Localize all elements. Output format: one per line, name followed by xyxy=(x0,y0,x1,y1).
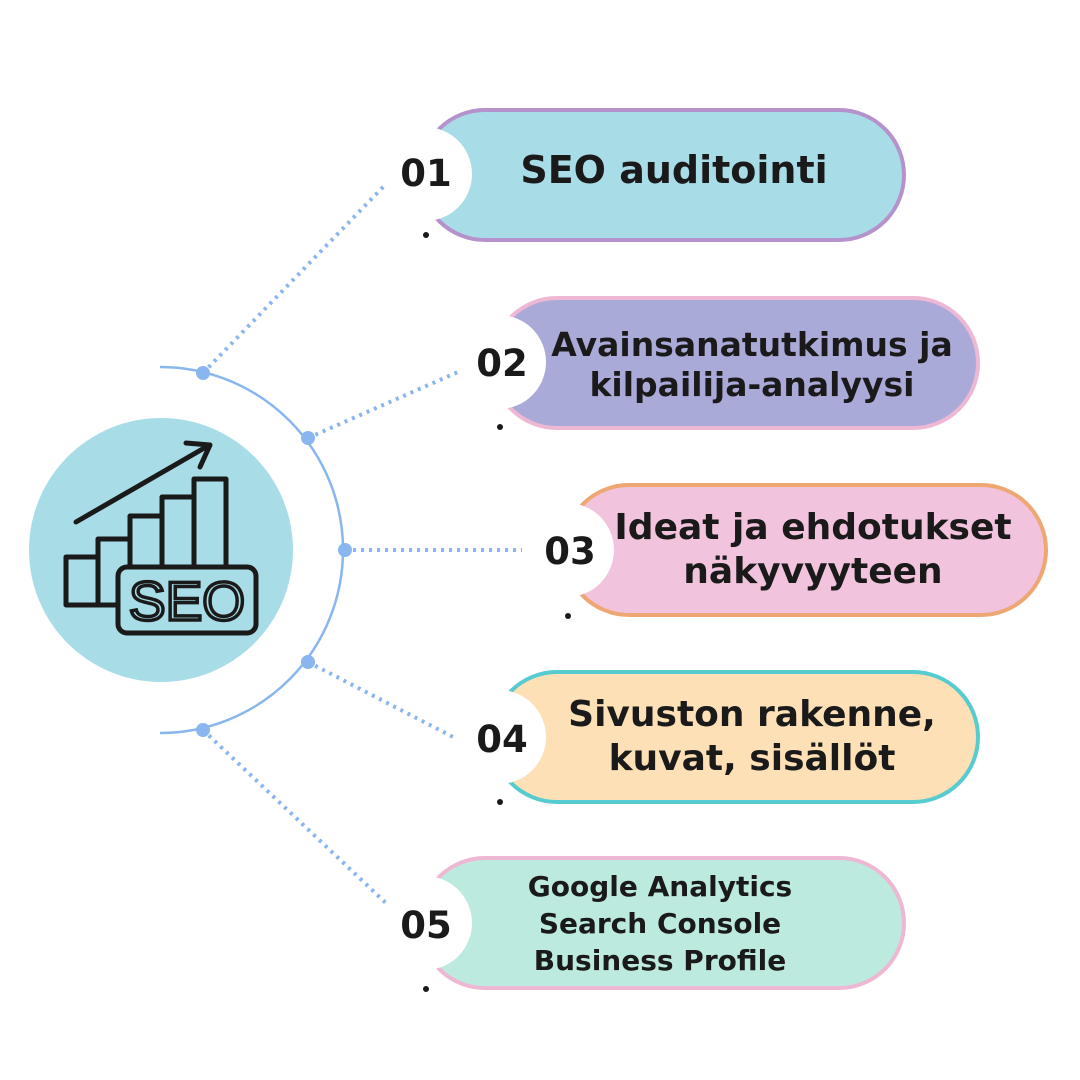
step-01-marker xyxy=(423,232,429,238)
step-05-pill xyxy=(418,856,906,990)
step-05-number-badge xyxy=(398,876,472,970)
connector-node-02 xyxy=(301,431,315,445)
connector-node-04 xyxy=(301,655,315,669)
connector-node-01 xyxy=(196,366,210,380)
step-01-number: 01 xyxy=(400,151,452,195)
step-04-marker xyxy=(497,799,503,805)
seo-growth-chart-icon xyxy=(63,440,259,636)
step-02-number-badge xyxy=(470,315,546,409)
step-02-marker xyxy=(497,424,503,430)
step-04-number-badge xyxy=(470,690,546,784)
seo-icon-label: SEO xyxy=(129,570,245,632)
connector-line-04 xyxy=(307,660,456,740)
step-01-pill xyxy=(418,108,906,242)
connector-line-05 xyxy=(201,728,390,907)
step-03-number-badge xyxy=(540,503,614,597)
step-03-label: Ideat ja ehdotukset näkyvyyteen xyxy=(614,507,1012,592)
step-03-pill xyxy=(562,483,1048,617)
connector-node-05 xyxy=(196,723,210,737)
connector-nodes xyxy=(196,366,352,737)
step-01-label: SEO auditointi xyxy=(520,148,828,192)
step-04-pill xyxy=(490,670,980,804)
step-05-label: Google Analytics Search Console Business… xyxy=(527,869,793,977)
step-01-number-badge xyxy=(398,127,472,221)
step-02-number: 02 xyxy=(476,341,528,385)
step-02-label: Avainsanatutkimus ja kilpailija-analyysi xyxy=(551,325,953,404)
connector-line-01 xyxy=(201,183,387,375)
connector-lines xyxy=(201,183,522,907)
step-03-number: 03 xyxy=(544,529,596,573)
connector-node-03 xyxy=(338,543,352,557)
step-05-number: 05 xyxy=(400,903,452,947)
connector-line-02 xyxy=(307,370,459,440)
step-04-label: Sivuston rakenne, kuvat, sisällöt xyxy=(568,694,936,779)
step-03-marker xyxy=(565,613,571,619)
step-04-number: 04 xyxy=(476,717,528,761)
step-02-pill xyxy=(490,296,980,430)
step-05-marker xyxy=(423,986,429,992)
